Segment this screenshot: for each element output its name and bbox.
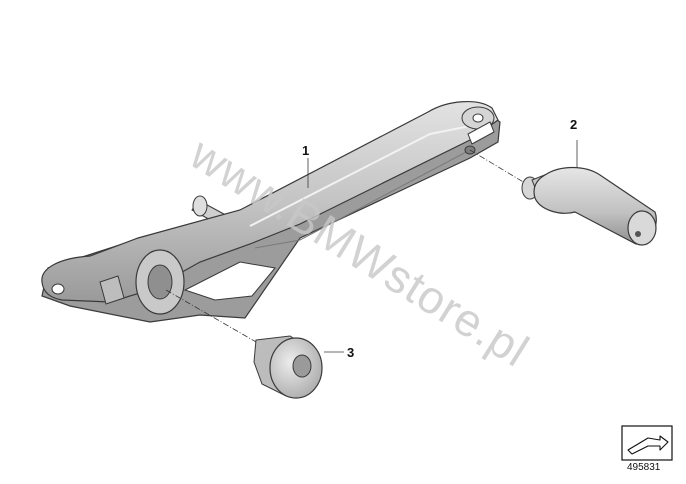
assembly-axis-lines bbox=[165, 149, 526, 351]
callout-label-1: 1 bbox=[302, 143, 310, 158]
reference-number: 495831 bbox=[627, 462, 661, 473]
bolt-part bbox=[253, 335, 344, 399]
callout-label-3: 3 bbox=[347, 345, 355, 360]
lever-arm-part bbox=[41, 101, 501, 323]
callout-label-2: 2 bbox=[570, 117, 578, 132]
footpeg-part bbox=[521, 140, 657, 246]
arrow-box-icon bbox=[621, 425, 673, 461]
